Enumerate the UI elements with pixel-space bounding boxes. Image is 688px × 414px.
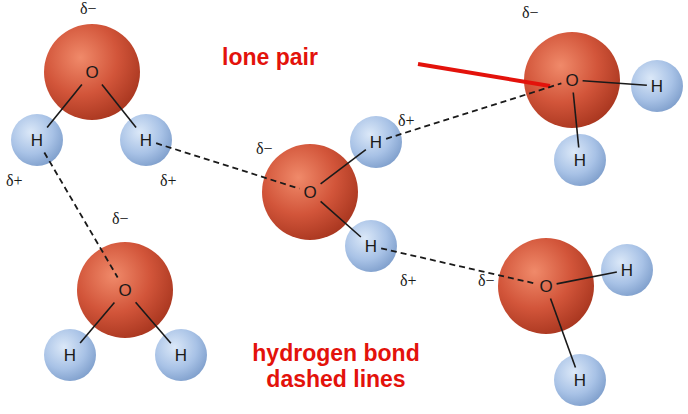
oxygen-atom: O [77, 242, 173, 338]
atom-symbol: O [565, 72, 578, 89]
oxygen-atom: O [262, 144, 358, 240]
hydrogen-sphere [350, 116, 402, 168]
hydrogen-atom: H [350, 116, 402, 168]
oxygen-atom: O [498, 238, 594, 334]
covalent-bond [583, 81, 647, 86]
atom-symbol: H [651, 78, 663, 95]
covalent-bond [47, 85, 82, 128]
hydrogen-sphere [601, 244, 653, 296]
hydrogen-sphere [155, 329, 207, 381]
covalent-bond [102, 85, 136, 128]
partial-charge: δ+ [398, 112, 415, 130]
hydrogen-bond [156, 143, 299, 188]
partial-charge: δ− [112, 210, 129, 228]
hydrogen-sphere [11, 114, 63, 166]
partial-charge: δ− [80, 0, 97, 18]
lone-pair-leader [418, 64, 550, 86]
hydrogen-atom: H [155, 329, 207, 381]
hydrogen-sphere [345, 220, 397, 272]
atom-symbol: O [539, 278, 552, 295]
partial-charge: δ− [522, 4, 539, 22]
hydrogen-sphere [554, 354, 606, 406]
hydrogen-sphere [631, 60, 683, 112]
oxygen-sphere [44, 24, 140, 120]
hydrogen-bond [44, 153, 117, 278]
partial-charge: δ− [256, 140, 273, 158]
annotation: lone pair [222, 44, 318, 70]
hydrogen-atom: H [601, 244, 653, 296]
atom-symbol: O [303, 184, 316, 201]
atom-symbol: H [64, 347, 76, 364]
hydrogen-atom: H [11, 114, 63, 166]
atom-symbol: H [621, 262, 633, 279]
oxygen-atom: O [44, 24, 140, 120]
hydrogen-bond [386, 83, 561, 138]
hydrogen-atom: H [345, 220, 397, 272]
partial-charge: δ+ [400, 272, 417, 290]
oxygen-atom: O [524, 32, 620, 128]
partial-charge: δ+ [160, 172, 177, 190]
atom-symbol: H [574, 372, 586, 389]
oxygen-sphere [77, 242, 173, 338]
partial-charge: δ+ [6, 172, 23, 190]
atom-symbol: O [85, 64, 98, 81]
hydrogen-atom: H [631, 60, 683, 112]
hydrogen-atom: H [120, 114, 172, 166]
covalent-bond [573, 93, 579, 148]
hydrogen-sphere [120, 114, 172, 166]
oxygen-sphere [498, 238, 594, 334]
covalent-bond [551, 299, 576, 368]
covalent-bond [321, 201, 361, 237]
oxygen-sphere [262, 144, 358, 240]
covalent-bond [557, 272, 617, 284]
atom-symbol: H [365, 238, 377, 255]
covalent-bond [136, 302, 171, 343]
hydrogen-sphere [554, 134, 606, 186]
hydrogen-atom: H [44, 329, 96, 381]
covalent-bond [321, 150, 366, 184]
annotation: hydrogen bond dashed lines [236, 340, 436, 393]
atom-symbol: H [31, 132, 43, 149]
hydrogen-sphere [44, 329, 96, 381]
atom-symbol: O [118, 282, 131, 299]
oxygen-sphere [524, 32, 620, 128]
atom-symbol: H [370, 134, 382, 151]
partial-charge: δ− [478, 272, 495, 290]
atom-symbol: H [175, 347, 187, 364]
atom-symbol: H [574, 152, 586, 169]
hydrogen-atom: H [554, 354, 606, 406]
atom-symbol: H [140, 132, 152, 149]
covalent-bond [80, 303, 114, 344]
hydrogen-atom: H [554, 134, 606, 186]
